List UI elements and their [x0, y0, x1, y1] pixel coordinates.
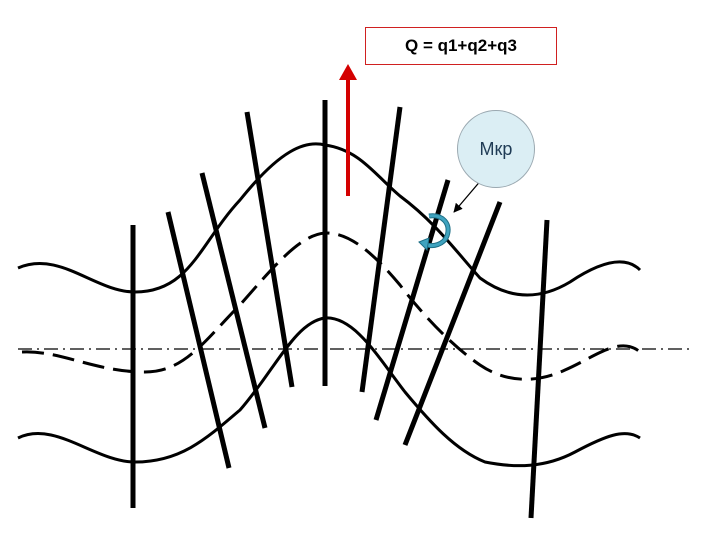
rotation-arrow-icon	[418, 213, 451, 252]
section-bar	[244, 111, 295, 388]
section-bars	[130, 100, 550, 519]
upper-solid-curve	[17, 142, 642, 297]
torque-moment-bubble: Мкр	[457, 110, 535, 188]
moment-label: Мкр	[479, 138, 513, 159]
section-bar	[373, 179, 451, 421]
section-bar	[359, 106, 403, 393]
formula-text: Q = q1+q2+q3	[405, 36, 517, 55]
vertical-load-arrow	[339, 64, 357, 196]
section-bar	[528, 219, 550, 519]
section-bar	[402, 201, 503, 446]
section-bar	[199, 172, 268, 429]
section-bar	[165, 211, 232, 469]
middle-dashed-curve	[21, 231, 641, 381]
lower-solid-curve	[17, 316, 641, 468]
total-load-formula: Q = q1+q2+q3	[365, 27, 557, 65]
